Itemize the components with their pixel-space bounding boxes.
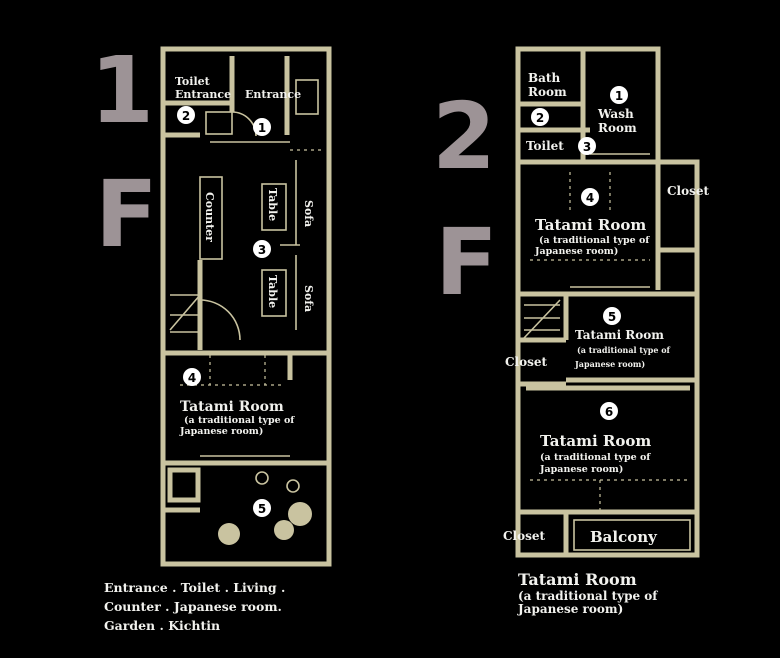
floor-1-entrance-step bbox=[295, 79, 319, 115]
label-closet-3: Closet bbox=[503, 529, 546, 543]
svg-text:5: 5 bbox=[258, 502, 266, 516]
label-toilet: Toilet bbox=[175, 75, 211, 88]
first-floor: 1 F bbox=[90, 37, 332, 567]
floor-2-number: 2 bbox=[432, 83, 496, 190]
floor-2-outer-wall bbox=[515, 46, 700, 558]
label-tatami-room-2f-c: Tatami Room bbox=[540, 432, 651, 450]
floor-1-garden-box bbox=[167, 467, 201, 503]
marker-2f-2: 2 bbox=[531, 108, 549, 126]
label-tatami-sub-2f-b-2: Japanese room) bbox=[574, 359, 645, 369]
floor-1-garden-stone bbox=[218, 523, 240, 545]
floor-1-garden-stone bbox=[288, 502, 312, 526]
marker-1f-2: 2 bbox=[177, 106, 195, 124]
svg-text:6: 6 bbox=[605, 405, 613, 419]
label-tatami-sub-2f-a-1: (a traditional type of bbox=[539, 235, 650, 246]
floor-2-balcony-rail bbox=[573, 519, 691, 551]
label-bath: Bath bbox=[528, 71, 560, 85]
floor-2-caption: Tatami Room (a traditional type of Japan… bbox=[518, 570, 657, 616]
marker-2f-6: 6 bbox=[600, 402, 618, 420]
svg-text:1: 1 bbox=[258, 121, 266, 135]
svg-text:4: 4 bbox=[586, 191, 594, 205]
label-closet-1: Closet bbox=[667, 184, 710, 198]
floor-1-stepping-stone bbox=[255, 471, 269, 485]
label-bath-room: Room bbox=[528, 85, 567, 99]
svg-text:1: 1 bbox=[615, 89, 623, 103]
floor-2-letter: F bbox=[435, 209, 498, 316]
label-toilet-entrance: Entrance bbox=[175, 88, 231, 101]
marker-1f-4: 4 bbox=[183, 368, 201, 386]
marker-1f-3: 3 bbox=[253, 240, 271, 258]
label-table-1: Table bbox=[266, 188, 279, 221]
label-tatami-sub-1f-2: Japanese room) bbox=[179, 426, 263, 437]
floor-2-caption-sub-2: Japanese room) bbox=[518, 602, 624, 616]
label-entrance: Entrance bbox=[245, 88, 301, 101]
label-tatami-room-1f: Tatami Room bbox=[180, 399, 284, 415]
svg-text:2: 2 bbox=[182, 109, 190, 123]
label-wash: Wash bbox=[597, 107, 634, 121]
label-tatami-room-2f-b: Tatami Room bbox=[575, 328, 664, 342]
floor-1-stepping-stone bbox=[286, 479, 300, 493]
label-balcony: Balcony bbox=[590, 528, 658, 546]
floor-1-letter: F bbox=[95, 161, 158, 268]
floor-1-outer-wall bbox=[160, 46, 332, 567]
label-tatami-sub-2f-b-1: (a traditional type of bbox=[577, 345, 671, 355]
second-floor: 2 F Bath Room bbox=[432, 46, 710, 558]
label-toilet-2f: Toilet bbox=[526, 139, 564, 153]
label-tatami-sub-1f-1: (a traditional type of bbox=[184, 415, 295, 426]
floor-2-caption-title: Tatami Room bbox=[518, 570, 637, 589]
floor-1-counter bbox=[199, 176, 223, 260]
label-tatami-sub-2f-c-1: (a traditional type of bbox=[540, 452, 651, 463]
label-sofa-1: Sofa bbox=[302, 200, 315, 227]
label-tatami-sub-2f-a-2: Japanese room) bbox=[534, 246, 618, 257]
label-table-2: Table bbox=[266, 275, 279, 308]
floor-1-garden-stone bbox=[274, 520, 294, 540]
floor-1-door-swing bbox=[231, 111, 257, 137]
floor-1-door-swing bbox=[199, 299, 241, 341]
floor-1-toilet-fixture bbox=[205, 111, 233, 135]
floor-1-caption-line-3: Garden . Kichtin bbox=[104, 618, 221, 633]
floor-1-table-1 bbox=[261, 183, 287, 231]
floor-2-stair-line bbox=[523, 299, 561, 339]
marker-2f-3: 3 bbox=[578, 137, 596, 155]
label-closet-2: Closet bbox=[505, 355, 548, 369]
svg-text:5: 5 bbox=[608, 310, 616, 324]
floor-1-caption-line-1: Entrance . Toilet . Living . bbox=[104, 580, 286, 595]
label-wash-room: Room bbox=[598, 121, 637, 135]
marker-2f-4: 4 bbox=[581, 188, 599, 206]
floor-1-table-2 bbox=[261, 269, 287, 317]
svg-text:3: 3 bbox=[258, 243, 266, 257]
label-counter: Counter bbox=[203, 192, 216, 242]
floor-1-number: 1 bbox=[90, 37, 154, 144]
floor-1-stair-line bbox=[169, 294, 201, 331]
floor-1-caption: Entrance . Toilet . Living . Counter . J… bbox=[104, 578, 285, 635]
marker-1f-5: 5 bbox=[253, 499, 271, 517]
svg-text:3: 3 bbox=[583, 140, 591, 154]
label-tatami-sub-2f-c-2: Japanese room) bbox=[539, 464, 623, 475]
marker-2f-5: 5 bbox=[603, 307, 621, 325]
floor-2-caption-sub-1: (a traditional type of bbox=[518, 589, 658, 603]
marker-2f-1: 1 bbox=[610, 86, 628, 104]
marker-1f-1: 1 bbox=[253, 118, 271, 136]
label-sofa-2: Sofa bbox=[302, 285, 315, 312]
svg-text:2: 2 bbox=[536, 111, 544, 125]
label-tatami-room-2f-a: Tatami Room bbox=[535, 216, 646, 234]
svg-text:4: 4 bbox=[188, 371, 196, 385]
floor-1-caption-line-2: Counter . Japanese room. bbox=[104, 599, 282, 614]
